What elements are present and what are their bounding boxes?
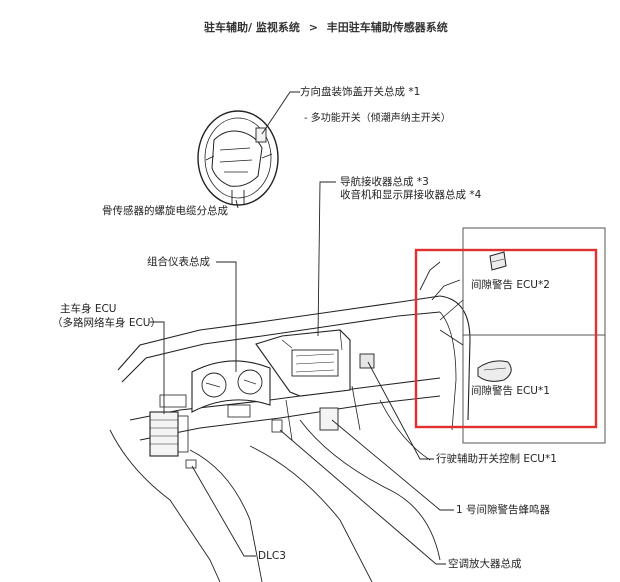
label-combination-meter: 组合仪表总成 [147, 256, 210, 268]
label-main-body-ecu: 主车身 ECU [60, 303, 117, 315]
highlight-frame [414, 248, 598, 429]
label-buzzer: 1 号间隙警告蜂鸣器 [456, 504, 551, 516]
combination-meter-drawing [191, 360, 271, 413]
breadcrumb-current: 丰田驻车辅助传感器系统 [326, 21, 448, 34]
label-ac-amplifier: 空调放大器总成 [448, 558, 522, 570]
breadcrumb: 驻车辅助/ 监视系统 > 丰田驻车辅助传感器系统 [204, 21, 448, 35]
label-nav-receiver: 导航接收器总成 *3 [340, 176, 429, 188]
label-steering-switch: 方向盘装饰盖开关总成 *1 [300, 86, 421, 98]
label-clearance-ecu-2: 间隙警告 ECU*2 [471, 279, 550, 291]
breadcrumb-parent[interactable]: 驻车辅助/ 监视系统 [204, 21, 300, 34]
label-multiplex-ecu: （多路网络车身 ECU） [52, 317, 161, 329]
label-dlc3: DLC3 [258, 550, 286, 562]
label-spiral-cable: 骨传感器的螺旋电缆分总成 [102, 205, 228, 217]
main-body-ecu-drawing [149, 411, 189, 457]
inset-panel [439, 227, 606, 444]
head-unit-drawing [255, 329, 351, 397]
label-drive-assist-ecu: 行驶辅助开关控制 ECU*1 [436, 453, 557, 465]
component-details [185, 353, 375, 469]
breadcrumb-separator: > [308, 21, 318, 34]
leader-lines [150, 91, 454, 565]
label-clearance-ecu-1: 间隙警告 ECU*1 [471, 385, 550, 397]
label-multi-switch: - 多功能开关（倾潮声纳主开关） [304, 113, 451, 124]
label-radio-receiver: 收音机和显示屏接收器总成 *4 [340, 189, 482, 201]
steering-wheel-drawing [197, 110, 279, 206]
